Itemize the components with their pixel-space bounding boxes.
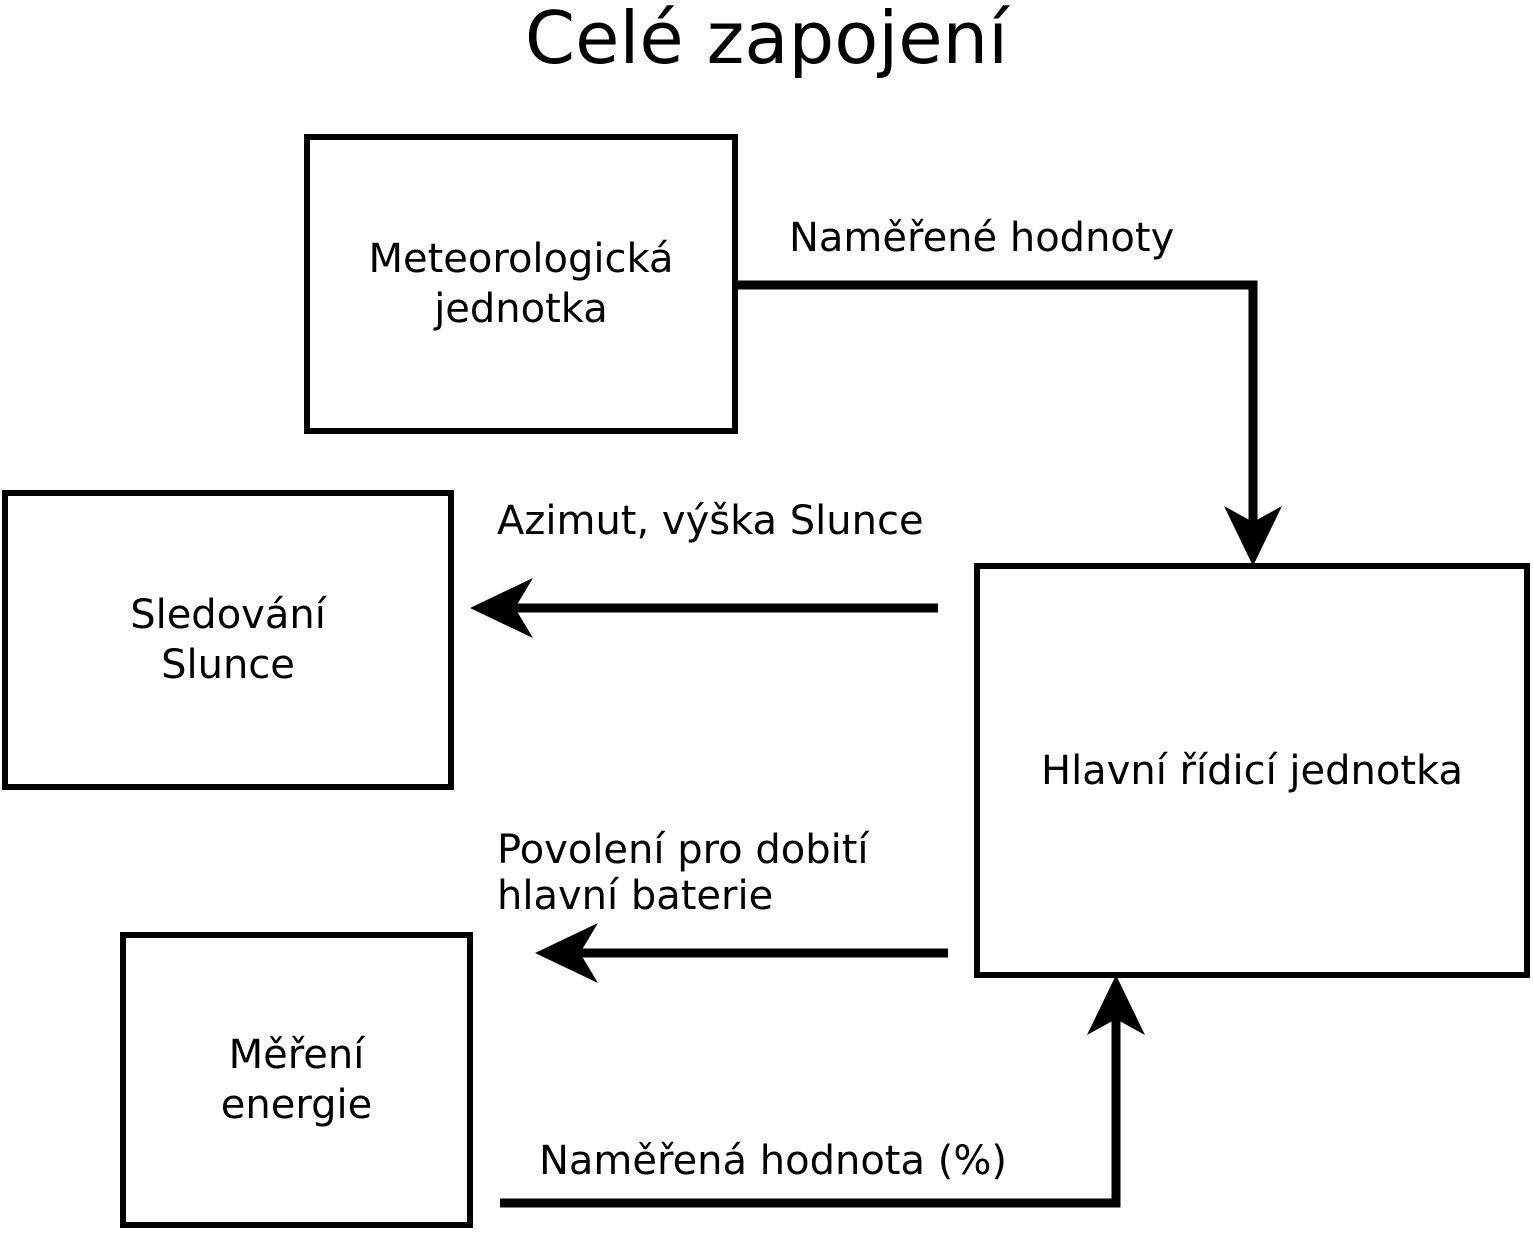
edge-measured-values (735, 280, 1282, 566)
edge-charge-permission (535, 923, 948, 983)
edge-label-azimuth: Azimut, výška Slunce (497, 498, 924, 544)
node-mereni-energie-label: Měření energie (220, 1032, 373, 1128)
node-sledovani-slunce-label: Sledování Slunce (130, 592, 326, 688)
edge-label-charge-permission: Povolení pro dobití hlavní baterie (497, 827, 869, 919)
node-meteorologicka-jednotka-label: Meteorologická jednotka (368, 236, 674, 332)
node-hlavni-ridici-jednotka-label: Hlavní řídicí jednotka (1040, 747, 1464, 794)
page-title: Celé zapojení (524, 0, 1009, 80)
edge-azimuth (470, 578, 938, 638)
node-hlavni-ridici-jednotka[interactable]: Hlavní řídicí jednotka (974, 563, 1530, 978)
edge-label-measured-percent: Naměřená hodnota (%) (539, 1138, 1007, 1184)
node-mereni-energie[interactable]: Měření energie (120, 932, 473, 1228)
edge-measured-percent (500, 975, 1145, 1208)
node-sledovani-slunce[interactable]: Sledování Slunce (2, 490, 454, 790)
node-meteorologicka-jednotka[interactable]: Meteorologická jednotka (304, 134, 738, 434)
edge-label-measured-values: Naměřené hodnoty (789, 215, 1175, 261)
